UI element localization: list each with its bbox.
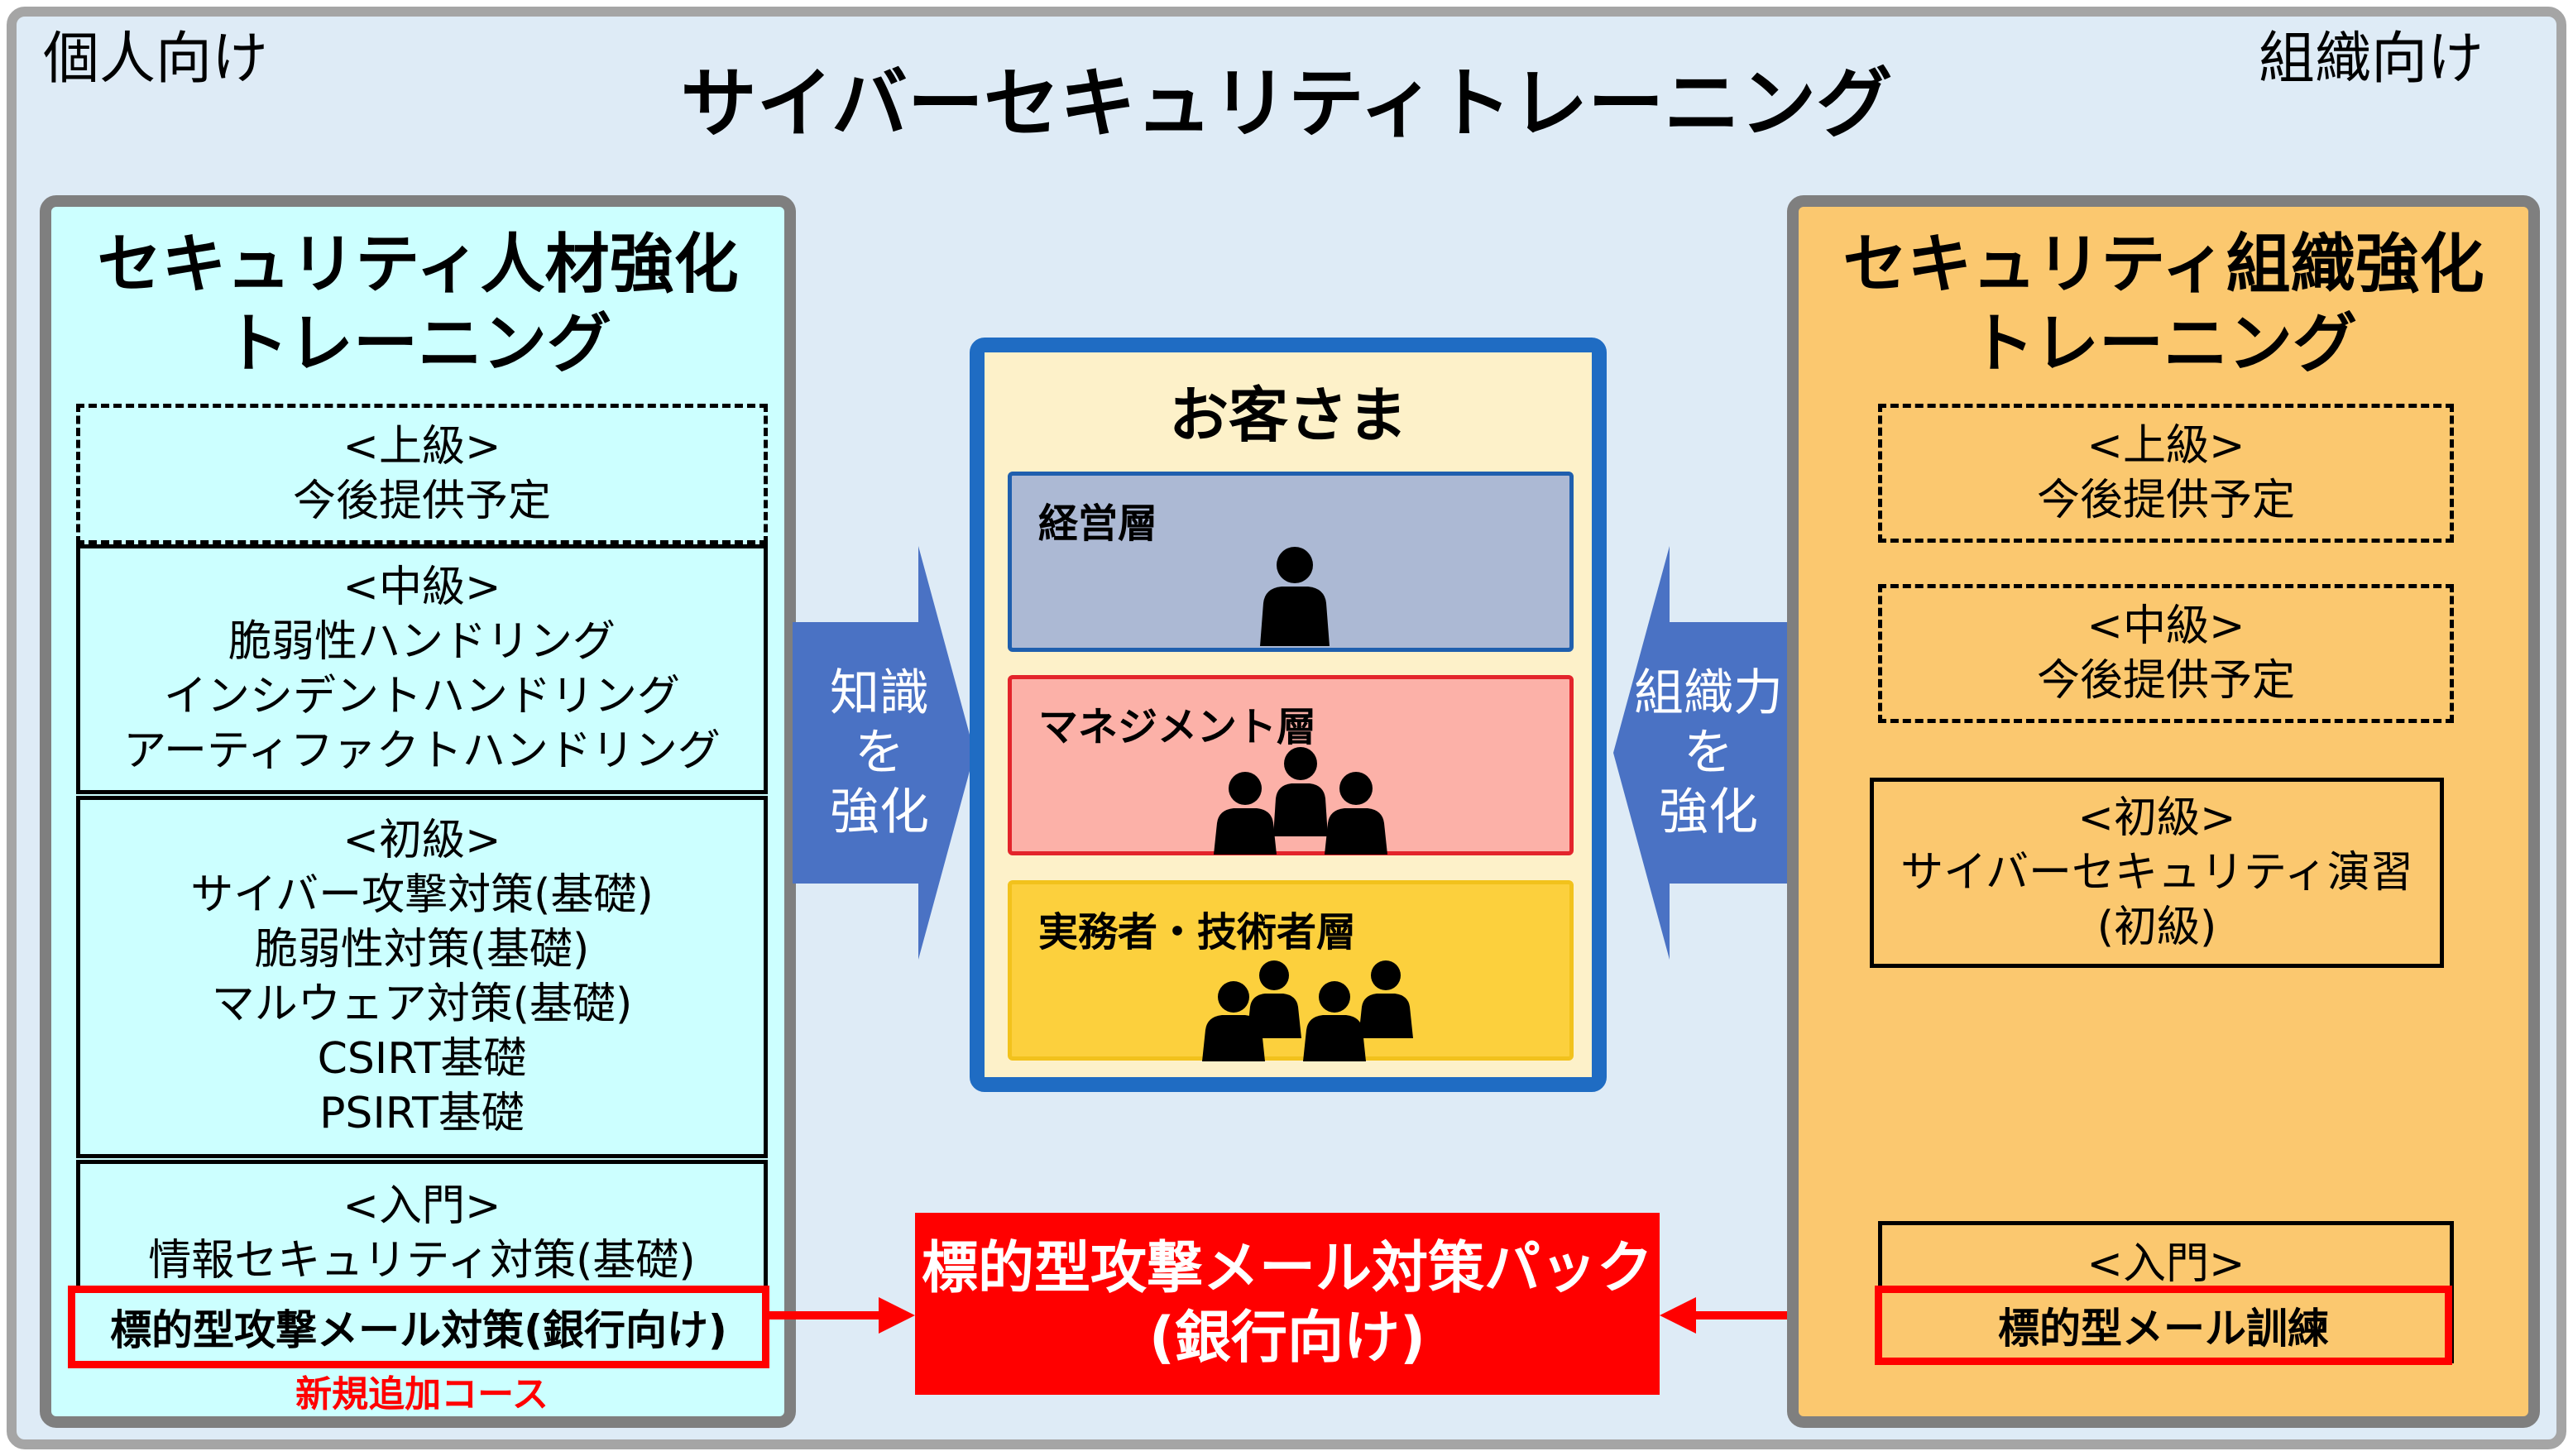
level-heading: <中級> <box>343 563 501 612</box>
phishing-pack-box: 標的型攻撃メール対策パック (銀行向け) <box>915 1213 1660 1395</box>
level-heading: <中級> <box>2087 601 2245 651</box>
level-heading: <入門> <box>343 1181 501 1231</box>
pack-title-line1: 標的型攻撃メール対策パック <box>921 1236 1653 1301</box>
pack-title-line2: (銀行向け) <box>1148 1305 1426 1371</box>
level-heading: <上級> <box>343 422 501 472</box>
course-item: 今後提供予定 <box>2036 656 2295 706</box>
organization-highlight-course: 標的型メール訓練 <box>1875 1286 2452 1365</box>
level-heading: <初級> <box>2077 793 2236 843</box>
course-item: PSIRT基礎 <box>319 1089 525 1138</box>
tier-label: マネジメント層 <box>1038 704 1317 750</box>
arrow-label-line: を <box>1684 724 1733 782</box>
people-group-icon <box>1202 960 1413 1061</box>
individual-training-panel <box>40 195 796 1428</box>
individual-training-title: セキュリティ人材強化 トレーニング <box>51 223 784 386</box>
course-item: マルウェア対策(基礎) <box>211 979 633 1029</box>
audience-label-organization: 組織向け <box>2259 26 2484 92</box>
organization-arrow-label: 組織力 を 強化 <box>1622 622 1795 884</box>
organization-arrow-icon <box>1613 546 1795 960</box>
organization-beginner-level: <初級> サイバーセキュリティ演習 (初級) <box>1870 778 2444 968</box>
organization-intermediate-level: <中級> 今後提供予定 <box>1878 584 2454 723</box>
tier-management: マネジメント層 <box>1008 675 1574 855</box>
new-course-note: 新規追加コース <box>295 1373 549 1415</box>
course-item: 今後提供予定 <box>2036 476 2295 525</box>
person-icon <box>1260 547 1330 646</box>
organization-training-title: セキュリティ組織強化 トレーニング <box>1799 223 2528 386</box>
arrow-label-line: 強化 <box>830 783 929 841</box>
tier-label: 実務者・技術者層 <box>1038 909 1357 956</box>
individual-beginner-level: <初級> サイバー攻撃対策(基礎) 脆弱性対策(基礎) マルウェア対策(基礎) … <box>76 796 768 1158</box>
level-heading: <初級> <box>343 816 501 865</box>
organization-training-title-line1: セキュリティ組織強化 <box>1842 228 2484 302</box>
course-item: 情報セキュリティ対策(基礎) <box>148 1236 696 1286</box>
course-item: (初級) <box>2096 903 2217 952</box>
right-connector-arrow-icon <box>1660 1297 1876 1334</box>
course-item: 今後提供予定 <box>292 477 551 526</box>
course-item: インシデントハンドリング <box>163 672 680 721</box>
left-connector-arrow-icon <box>769 1297 915 1334</box>
arrow-label-line: 強化 <box>1659 783 1758 841</box>
people-group-icon <box>1214 747 1387 855</box>
diagram-title: サイバーセキュリティトレーニング <box>680 59 1893 148</box>
level-heading: <上級> <box>2087 421 2245 471</box>
course-item: アーティファクトハンドリング <box>123 726 721 776</box>
audience-label-individual: 個人向け <box>43 26 269 92</box>
individual-advanced-level: <上級> 今後提供予定 <box>76 404 768 544</box>
course-item: CSIRT基礎 <box>317 1034 527 1084</box>
organization-advanced-level: <上級> 今後提供予定 <box>1878 404 2454 543</box>
course-item: 脆弱性対策(基礎) <box>254 925 590 975</box>
course-item: サイバーセキュリティ演習 <box>1900 848 2413 898</box>
level-heading: <入門> <box>2087 1239 2245 1289</box>
tier-label: 経営層 <box>1038 500 1158 547</box>
individual-intermediate-level: <中級> 脆弱性ハンドリング インシデントハンドリング アーティファクトハンドリ… <box>76 544 768 794</box>
individual-training-title-line2: トレーニング <box>223 307 611 381</box>
knowledge-arrow-label: 知識 を 強化 <box>793 622 966 884</box>
individual-training-title-line1: セキュリティ人材強化 <box>97 228 739 302</box>
tier-executive: 経営層 <box>1008 472 1574 652</box>
arrow-label-line: 知識 <box>830 664 929 722</box>
individual-highlight-course: 標的型攻撃メール対策(銀行向け) <box>68 1286 769 1368</box>
tier-practitioner: 実務者・技術者層 <box>1008 880 1574 1061</box>
course-item: サイバー攻撃対策(基礎) <box>190 870 654 920</box>
knowledge-arrow-icon <box>793 546 975 960</box>
organization-training-title-line2: トレーニング <box>1969 307 2357 381</box>
arrow-label-line: を <box>855 724 904 782</box>
course-item: 脆弱性ハンドリング <box>228 617 616 667</box>
arrow-label-line: 組織力 <box>1634 664 1783 722</box>
customer-title: お客さま <box>1168 380 1407 450</box>
